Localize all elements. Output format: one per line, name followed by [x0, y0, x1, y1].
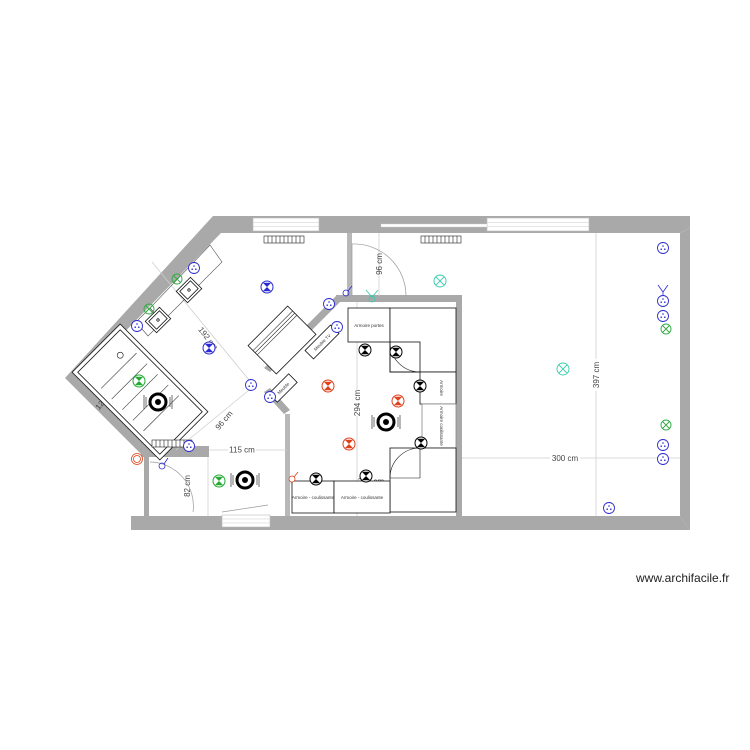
window-top-left — [252, 217, 320, 232]
switch-red — [131, 453, 299, 483]
wall-right — [680, 228, 690, 530]
dim-397: 397 cm — [592, 362, 601, 389]
cabinet-top-right — [389, 307, 457, 373]
dim-115: 115 cm — [229, 446, 255, 455]
watermark: www.archifacile.fr — [636, 571, 730, 585]
wall-diagonal-left — [65, 216, 221, 378]
cabinet-armoire-portes — [347, 307, 391, 343]
svg-text:Armoire: Armoire — [439, 380, 444, 396]
outlet-icon — [657, 242, 669, 254]
svg-text:Armoire - coulissante: Armoire - coulissante — [341, 495, 384, 500]
wall-partition-v — [285, 414, 290, 516]
spotlight-black-icon — [358, 343, 372, 357]
spotlight-black-icon — [309, 472, 323, 486]
svg-text:Armoire portes: Armoire portes — [354, 323, 384, 328]
switch-icon — [342, 289, 350, 297]
speaker-icon — [229, 470, 261, 490]
light-switch-teal-icon — [365, 289, 379, 299]
sink-2 — [144, 306, 172, 334]
outlet-icon — [131, 320, 143, 332]
wall-bottom — [131, 516, 690, 530]
outlet-icon — [245, 379, 257, 391]
outlet-icon — [657, 310, 669, 322]
svg-text:Armoire coulissante: Armoire coulissante — [439, 406, 444, 446]
lights — [143, 273, 672, 431]
spotlight-red-icon — [321, 379, 335, 393]
furniture: Meuble TV Meuble Armoire portes Armoire … — [71, 244, 457, 514]
radiator-top-left — [263, 235, 305, 244]
cabinet-bottom-right — [389, 447, 457, 513]
switch-icon — [158, 462, 166, 470]
switch-icon — [288, 475, 296, 483]
walls — [65, 216, 690, 530]
spotlight-red-icon — [391, 394, 405, 408]
svg-text:Armoire - coulissante: Armoire - coulissante — [292, 495, 335, 500]
spotlight-blue-icon — [260, 280, 274, 294]
dim-294: 294 cm — [353, 390, 362, 417]
dim-96-top: 96 cm — [375, 253, 384, 275]
outlet-icon — [657, 453, 669, 465]
wall-kitchen-bottom — [141, 446, 209, 457]
outlet-icon — [331, 321, 343, 333]
wall-light-icon — [660, 323, 672, 335]
spotlight-green-icon — [212, 474, 226, 488]
wall-hall-left — [347, 233, 352, 295]
outlet-icon — [603, 502, 615, 514]
wall-bedroom-top — [336, 295, 462, 302]
speaker-icon — [370, 412, 402, 432]
doors — [149, 243, 407, 513]
wall-diagonal-lower — [65, 378, 152, 454]
door-closet-1 — [389, 341, 421, 373]
switch-icon — [657, 284, 669, 296]
window-top-right — [486, 217, 590, 232]
door-bath — [149, 461, 194, 513]
outlet-icon — [264, 391, 276, 403]
shower-tray — [71, 323, 209, 461]
sink-1 — [175, 276, 203, 304]
ceiling-light-icon — [556, 362, 570, 376]
spotlight-green-icon — [132, 374, 146, 388]
sofa — [247, 305, 317, 375]
outlet-icon — [657, 439, 669, 451]
spotlight-black-icon — [359, 469, 373, 483]
wall-bath-left — [144, 457, 149, 516]
window-bottom — [221, 514, 271, 528]
outlet-icon — [188, 262, 200, 274]
spotlight-blue-icon — [202, 341, 216, 355]
switches — [158, 284, 669, 470]
dim-300: 300 cm — [552, 454, 579, 463]
spotlight-black-icon — [389, 345, 403, 359]
window-top-hall — [380, 223, 488, 228]
wardrobe-bottom-b — [333, 480, 391, 514]
outlet-icon — [183, 440, 195, 452]
outlet-icon — [657, 295, 669, 307]
spotlight-red-icon — [342, 437, 356, 451]
door-hall — [351, 243, 407, 297]
dim-96-diag: 96 cm — [214, 409, 235, 432]
ceiling-light-icon — [433, 274, 447, 288]
wall-light-icon — [660, 419, 672, 431]
wall-bedroom-right — [456, 302, 462, 516]
spotlight-black-icon — [413, 379, 427, 393]
spotlight-black-icon — [414, 436, 428, 450]
dim-82: 82 cm — [183, 475, 192, 497]
radiator-top-mid — [420, 235, 462, 244]
outlet-icon — [323, 298, 335, 310]
